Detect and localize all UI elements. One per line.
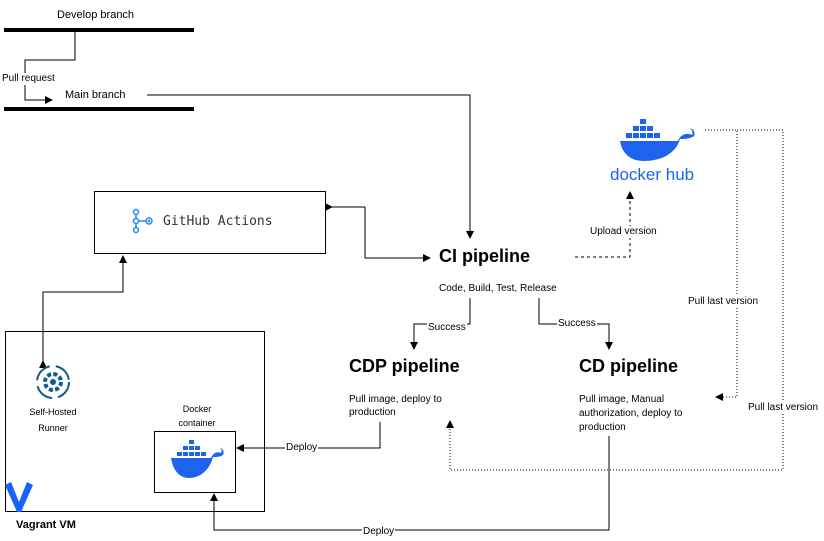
pull-to-cd-arrow [705,129,738,401]
docker-container-box [154,431,236,493]
ci-pipeline-title: CI pipeline [439,246,531,266]
cd-pipeline-desc: Pull image, Manual authorization, deploy… [579,394,683,433]
docker-container-whale-icon [163,438,227,489]
vagrant-vm-label: Vagrant VM [16,519,76,531]
cd-pipeline-title: CD pipeline [579,356,679,376]
ci-pipeline-steps: Code, Build, Test, Release [439,283,557,294]
cd-success-label: Success [557,318,597,330]
develop-branch-label: Develop branch [57,9,135,21]
pull-request-arrow [24,32,76,104]
pull-last-version-label-1: Pull last version [687,296,760,308]
vagrant-vm-box [5,331,265,512]
dockerhub-hub-text: hub [665,165,695,184]
github-actions-box: GitHub Actions [94,191,326,254]
develop-branch-bar [4,28,194,32]
cdp-pipeline-title: CDP pipeline [349,356,460,376]
main-to-ci-arrow [147,94,474,239]
vagrant-logo-icon [5,482,33,517]
upload-arrow [575,191,634,258]
runner-gear-icon [35,364,71,405]
self-hosted-runner-label: Self-Hosted Runner [29,407,77,433]
main-branch-bar [4,107,194,111]
cdp-deploy-arrow [236,422,381,452]
github-actions-icon [132,208,154,239]
runner-actions-arrow [39,255,127,368]
github-actions-label: GitHub Actions [163,214,273,229]
docker-whale-icon [620,119,695,161]
docker-container-label: Docker container [178,404,216,428]
pull-request-label: Pull request [1,73,56,85]
cdp-deploy-label: Deploy [285,442,319,454]
upload-version-label: Upload version [589,226,658,238]
cdp-pipeline-desc: Pull image, deploy to production [349,394,442,418]
pull-last-version-label-2: Pull last version [747,402,820,414]
cdp-success-label: Success [427,322,467,334]
main-branch-label: Main branch [65,89,126,101]
cd-deploy-arrow [210,436,610,531]
dockerhub-wordmark: docker hub [610,165,694,185]
dockerhub-logo: docker hub [606,115,706,190]
pull-to-cdp-arrow [446,129,784,471]
actions-ci-arrow [325,203,431,262]
cd-deploy-label: Deploy [362,526,396,538]
dockerhub-docker-text: docker [610,165,662,184]
